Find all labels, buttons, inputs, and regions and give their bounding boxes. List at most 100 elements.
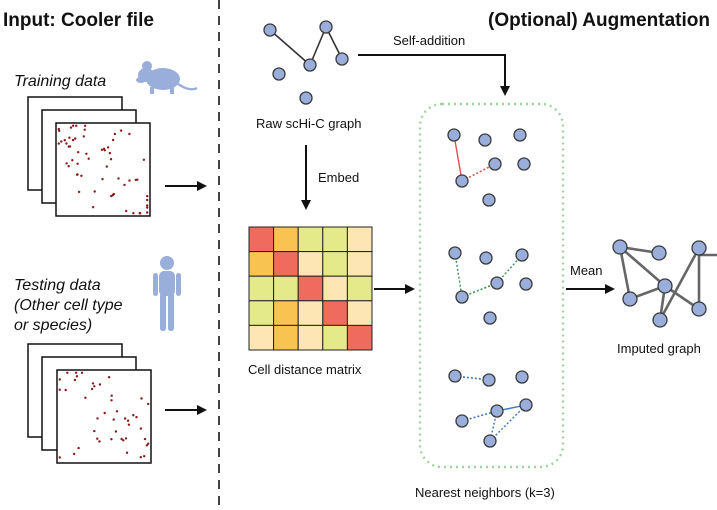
matrix-cell [248,251,275,277]
contact-dot [140,397,143,400]
contact-dot [71,159,74,162]
matrix-cell [273,275,299,302]
contact-dot [105,165,109,168]
contact-dot [96,417,99,420]
contact-dot [80,174,83,177]
contact-dot [91,206,95,209]
matrix-cell [248,275,275,302]
input-heading: Input: Cooler file [3,10,154,31]
contact-dot [71,124,75,128]
self-addition-arrow [358,54,510,96]
testing-label-line-2: (Other cell type [14,297,123,314]
contact-dot [75,173,79,176]
contact-dot [77,446,80,450]
contact-dot [102,147,106,150]
matrix-cell [297,275,324,302]
matrix-label: Cell distance matrix [248,362,362,377]
matrix-cell [346,226,373,253]
contact-dot [136,178,139,181]
matrix-cell [297,226,324,253]
contact-dot [146,198,149,202]
contact-dot [114,430,118,433]
contact-dot [65,162,68,165]
contact-dot [83,124,87,128]
nearest-neighbors-label: Nearest neighbors (k=3) [415,485,555,500]
contact-dot [65,142,68,145]
self-addition-label: Self-addition [393,33,465,48]
matrix-cell [346,275,373,302]
raw-schic-graph [263,20,349,105]
contact-dot [74,371,78,374]
nearest-neighbors-box [418,102,565,469]
matrix-cell [322,324,348,351]
contact-dot [115,410,119,413]
contact-dot [77,190,81,194]
contact-dot [82,135,86,138]
contact-dot [120,437,123,441]
contact-dot [75,375,79,378]
contact-dot [111,193,115,197]
contact-dot [122,439,125,442]
contact-dot [146,194,149,198]
embed-label: Embed [318,170,359,185]
contact-dot [69,126,73,129]
contact-dot [127,423,131,426]
contact-dot [75,124,78,128]
contact-dot [119,129,123,132]
imputed-graph-label: Imputed graph [617,341,701,356]
contact-dot [142,158,146,161]
mean-label: Mean [570,263,603,278]
contact-dot [96,437,99,440]
matrix-cell [273,226,299,253]
contact-dot [147,402,150,406]
matrix-cell [248,324,275,351]
contact-dot [135,415,138,419]
contact-dot [109,158,113,161]
training-data-label: Training data [14,73,106,90]
contact-dot [76,162,79,165]
contact-dot [84,396,87,399]
cell-distance-matrix [248,226,373,351]
matrix-cell [297,324,324,351]
contact-dot [100,148,104,151]
testing-data-label: Testing data (Other cell type or species… [14,277,123,334]
contact-dot [58,388,61,391]
matrix-cell [322,226,348,253]
contact-dot [57,127,60,131]
contact-dot [101,177,104,181]
contact-dot [106,146,110,149]
contact-dot [132,414,135,417]
testing-label-line-3: or species) [14,317,92,334]
contact-dot [93,190,96,193]
contact-dot [74,137,77,140]
contact-dot [110,394,113,397]
contact-dot [112,418,115,421]
contact-dot [145,444,149,447]
neighbor-graph-1 [447,128,531,207]
contact-dot [147,442,150,445]
contact-dot [66,371,69,374]
contact-dot [73,378,77,382]
testing-matrix-stack [27,343,152,464]
contact-dot [132,212,135,215]
contact-dot [93,429,96,433]
contact-dot [64,388,67,392]
human-icon [153,256,181,331]
matrix-cell [248,226,275,253]
contact-dot [110,399,113,402]
matrix-cell [273,324,299,351]
contact-dot [111,138,115,142]
raw-graph-label: Raw scHi-C graph [256,116,361,131]
contact-dot [68,136,71,139]
contact-dot [128,179,131,182]
contact-dot [143,455,146,458]
training-matrix-stack [27,96,151,217]
contact-dot [83,128,86,131]
contact-dot [72,452,76,456]
imputed-graph [612,239,717,328]
neighbor-graph-2 [448,246,533,325]
matrix-cell [248,300,275,326]
contact-dot [60,140,63,143]
